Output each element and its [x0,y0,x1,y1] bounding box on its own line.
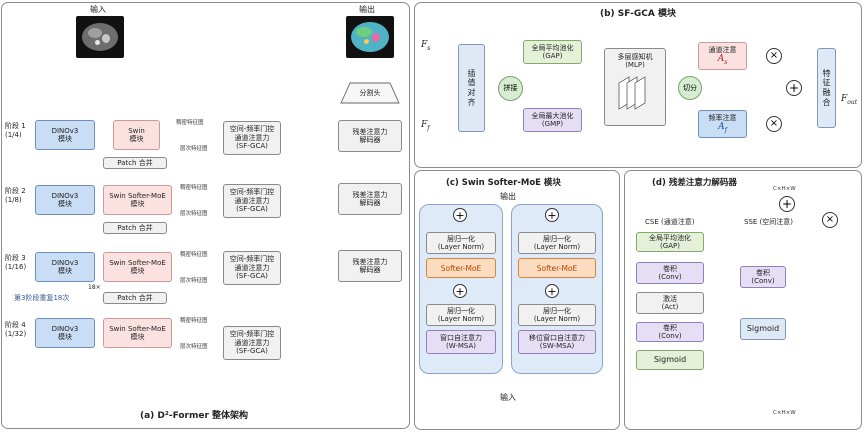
softer-moe-right: Softer-MoE [518,258,596,278]
fout-label: Fout [841,94,858,106]
stage-2-label: 阶段 2 (1/8) [5,187,26,204]
panel-a [1,2,410,429]
residual-add-right-top: + [545,208,559,222]
dinov3-stage-2: DINOv3 模块 [35,185,95,215]
gap-box: 全局平均池化 (GAP) [523,40,582,64]
decoder-conv-1: 卷积 (Conv) [636,262,704,284]
residual-add-left-top: + [453,208,467,222]
decoder-stage-2: 残差注意力 解码器 [338,183,402,215]
sse-conv: 卷积 (Conv) [740,266,786,288]
fs-label: Fs [421,40,431,52]
decoder-stage-1: 残差注意力 解码器 [338,120,402,152]
repeat-note: 第3阶段重复18次 [14,294,70,302]
swmsa-box: 移位窗口自注意力 (SW-MSA) [518,330,596,354]
hier-feature-label-2: 层次特征图 [180,211,208,217]
decoder-gap-box: 全局平均池化 (GAP) [636,232,704,252]
dense-feature-label-1: 稠密特征图 [176,120,204,126]
frequency-attention-box: 频率注意 Af [698,110,747,138]
hier-feature-label-3: 层次特征图 [180,278,208,284]
residual-add-left-mid: + [453,284,467,298]
seg-head-label: 分割头 [359,88,381,97]
softer-moe-left: Softer-MoE [426,258,496,278]
output-seg-image [346,16,394,58]
patch-merge-1: Patch 合并 [103,157,167,169]
af-symbol: Af [718,122,727,134]
sfgca-stage-3: 空间-频率门控 通道注意力 (SF-GCA) [223,251,281,285]
dense-feature-label-2: 稠密特征图 [180,185,208,191]
cse-sigmoid: Sigmoid [636,350,704,370]
interp-align-box: 插 值 对 齐 [458,44,485,132]
dinov3-stage-1: DINOv3 模块 [35,120,95,150]
multiply-node-top: × [766,48,782,64]
add-node: + [786,80,802,96]
decoder-stage-3: 残差注意力 解码器 [338,250,402,282]
panel-d-title: (d) 残差注意力解码器 [652,178,737,188]
layer-norm-right-top: 层归一化 (Layer Norm) [518,232,596,254]
sse-label: SSE (空间注意) [744,218,793,226]
trapezoid-shape [340,82,400,104]
mlp-box: 多层感知机 (MLP) [604,48,666,126]
as-symbol: As [717,54,728,66]
stage-1-label: 阶段 1 (1/4) [5,122,26,139]
panel-c-output: 输出 [500,192,516,201]
ff-label: Ff [421,120,430,132]
mlp-label: 多层感知机 (MLP) [617,53,653,70]
input-ct-image [76,16,124,58]
dense-feature-label-3: 稠密特征图 [180,252,208,258]
swin-stage-1: Swin 模块 [113,120,160,150]
decoder-add-node: + [779,196,795,212]
sfgca-stage-4: 空间-频率门控 通道注意力 (SF-GCA) [223,326,281,360]
decoder-multiply-node: × [822,212,838,228]
patch-merge-2: Patch 合并 [103,222,167,234]
stage-3-label: 阶段 3 (1/16) [5,254,27,271]
hier-feature-label-4: 层次特征图 [180,344,208,350]
channel-attention-box: 通道注意 As [698,42,747,70]
feature-fusion-box: 特 征 融 合 [817,48,836,128]
hier-feature-label-1: 层次特征图 [180,146,208,152]
panel-b-title: (b) SF-GCA 模块 [600,9,676,19]
decoder-conv-2: 卷积 (Conv) [636,322,704,342]
sfgca-stage-2: 空间-频率门控 通道注意力 (SF-GCA) [223,184,281,218]
panel-a-title: (a) D²-Former 整体架构 [140,411,249,421]
channel-attention-label: 通道注意 [708,45,737,54]
concat-node: 拼接 [498,76,523,101]
patch-merge-3: Patch 合并 [103,292,167,304]
chw-top: C×H×W [773,186,796,192]
gmp-box: 全局最大池化 (GMP) [523,108,582,132]
decoder-act: 激活 (Act) [636,292,704,314]
layer-norm-left-bottom: 层归一化 (Layer Norm) [426,304,496,326]
swin-moe-stage-4: Swin Softer-MoE 模块 [103,318,172,348]
wmsa-box: 窗口自注意力 (W-MSA) [426,330,496,354]
layer-norm-right-bottom: 层归一化 (Layer Norm) [518,304,596,326]
dense-feature-label-4: 稠密特征图 [180,318,208,324]
sfgca-stage-1: 空间-频率门控 通道注意力 (SF-GCA) [223,121,281,155]
dinov3-stage-4: DINOv3 模块 [35,318,95,348]
mlp-layers-icon [618,76,646,110]
multiply-node-bottom: × [766,116,782,132]
output-label: 输出 [359,5,375,14]
layer-norm-left-top: 层归一化 (Layer Norm) [426,232,496,254]
chw-bottom: C×H×W [773,410,796,416]
swin-moe-stage-3: Swin Softer-MoE 模块 [103,252,172,282]
panel-c-title: (c) Swin Softer-MoE 模块 [446,178,561,188]
sse-sigmoid: Sigmoid [740,318,786,340]
input-label: 输入 [90,5,106,14]
residual-add-right-mid: + [545,284,559,298]
panel-c-input: 输入 [500,393,516,402]
dinov3-stage-3: DINOv3 模块 [35,252,95,282]
repeat-count: 18× [88,284,101,291]
swin-moe-stage-2: Swin Softer-MoE 模块 [103,185,172,215]
frequency-attention-label: 频率注意 [708,113,737,122]
split-node: 切分 [678,76,702,100]
stage-4-label: 阶段 4 (1/32) [5,321,27,338]
cse-label: CSE (通道注意) [645,218,695,226]
segmentation-head: 分割头 [340,82,400,104]
